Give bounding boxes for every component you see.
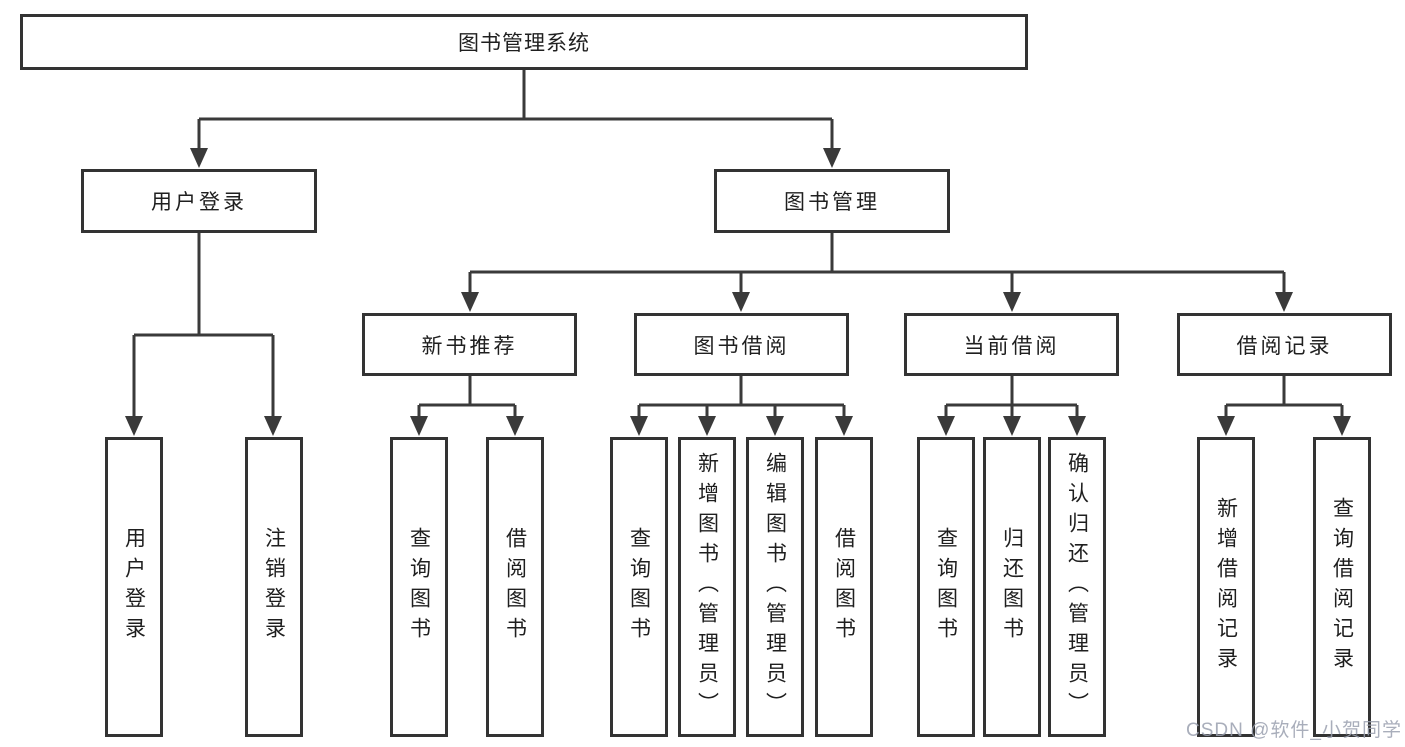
leaf-current-return-books: 归还图书 bbox=[983, 437, 1041, 737]
connector-book-borrow-to-leaves bbox=[637, 376, 846, 418]
leaf-recommend-query-books: 查询图书 bbox=[390, 437, 448, 737]
arrow-to-leaf bbox=[1068, 416, 1086, 436]
leaf-borrowing-edit-books-admin: 编辑图书（管理员） bbox=[746, 437, 804, 737]
node-root-system: 图书管理系统 bbox=[20, 14, 1028, 70]
node-new-book-recommendation: 新书推荐 bbox=[362, 313, 577, 376]
connector-user-login-to-leaves bbox=[132, 233, 275, 418]
leaf-borrowing-borrow-books: 借阅图书 bbox=[815, 437, 873, 737]
node-label: 图书管理系统 bbox=[458, 32, 590, 55]
leaf-logout: 注销登录 bbox=[245, 437, 303, 737]
leaf-label: 借阅图书 bbox=[503, 527, 527, 647]
leaf-label: 查询图书 bbox=[627, 527, 651, 647]
arrow-to-borrow-records bbox=[1275, 292, 1293, 312]
leaf-label: 新增借阅记录 bbox=[1214, 497, 1238, 677]
arrow-to-leaf bbox=[125, 416, 143, 436]
arrow-to-leaf bbox=[698, 416, 716, 436]
arrow-to-book-borrow bbox=[732, 292, 750, 312]
arrow-to-current-borrow bbox=[1003, 292, 1021, 312]
leaf-label: 注销登录 bbox=[262, 527, 286, 647]
leaf-borrowing-query-books: 查询图书 bbox=[610, 437, 668, 737]
arrow-to-book-mgmt bbox=[823, 148, 841, 168]
leaf-label: 确认归还（管理员） bbox=[1065, 452, 1089, 722]
leaf-label: 编辑图书（管理员） bbox=[763, 452, 787, 722]
leaf-current-confirm-return-admin: 确认归还（管理员） bbox=[1048, 437, 1106, 737]
leaf-recommend-borrow-books: 借阅图书 bbox=[486, 437, 544, 737]
arrow-to-leaf bbox=[1217, 416, 1235, 436]
connector-root-to-level2 bbox=[197, 70, 834, 150]
arrow-to-leaf bbox=[766, 416, 784, 436]
leaf-label: 查询图书 bbox=[934, 527, 958, 647]
node-label: 借阅记录 bbox=[1236, 334, 1333, 358]
leaf-records-query-borrow-record: 查询借阅记录 bbox=[1313, 437, 1371, 737]
arrow-to-new-book-rec bbox=[461, 292, 479, 312]
leaf-current-query-books: 查询图书 bbox=[917, 437, 975, 737]
node-label: 新书推荐 bbox=[421, 334, 518, 358]
leaf-label: 查询图书 bbox=[407, 527, 431, 647]
node-label: 用户登录 bbox=[151, 191, 247, 214]
connector-book-mgmt-to-level3 bbox=[468, 233, 1286, 294]
leaf-label: 归还图书 bbox=[1000, 527, 1024, 647]
node-current-borrowing: 当前借阅 bbox=[904, 313, 1119, 376]
arrow-to-leaf bbox=[630, 416, 648, 436]
node-borrowing-records: 借阅记录 bbox=[1177, 313, 1392, 376]
leaf-label: 新增图书（管理员） bbox=[695, 452, 719, 722]
node-book-management: 图书管理 bbox=[714, 169, 950, 233]
connector-borrow-records-to-leaves bbox=[1224, 376, 1344, 418]
leaf-borrowing-add-books-admin: 新增图书（管理员） bbox=[678, 437, 736, 737]
arrow-to-leaf bbox=[1333, 416, 1351, 436]
node-book-borrowing: 图书借阅 bbox=[634, 313, 849, 376]
node-label: 当前借阅 bbox=[963, 334, 1060, 358]
connector-new-book-rec-to-leaves bbox=[417, 376, 517, 418]
arrowheads bbox=[125, 148, 1351, 436]
csdn-watermark: CSDN @软件_小贺同学 bbox=[1186, 720, 1402, 741]
leaf-records-add-borrow-record: 新增借阅记录 bbox=[1197, 437, 1255, 737]
connector-current-borrow-to-leaves bbox=[944, 376, 1079, 418]
leaf-user-login: 用户登录 bbox=[105, 437, 163, 737]
leaf-label: 用户登录 bbox=[122, 527, 146, 647]
leaf-label: 查询借阅记录 bbox=[1330, 497, 1354, 677]
node-user-login: 用户登录 bbox=[81, 169, 317, 233]
leaf-label: 借阅图书 bbox=[832, 527, 856, 647]
arrow-to-leaf bbox=[264, 416, 282, 436]
arrow-to-user-login bbox=[190, 148, 208, 168]
arrow-to-leaf bbox=[410, 416, 428, 436]
node-label: 图书借阅 bbox=[693, 334, 790, 358]
arrow-to-leaf bbox=[1003, 416, 1021, 436]
node-label: 图书管理 bbox=[784, 191, 880, 214]
arrow-to-leaf bbox=[506, 416, 524, 436]
arrow-to-leaf bbox=[835, 416, 853, 436]
arrow-to-leaf bbox=[937, 416, 955, 436]
